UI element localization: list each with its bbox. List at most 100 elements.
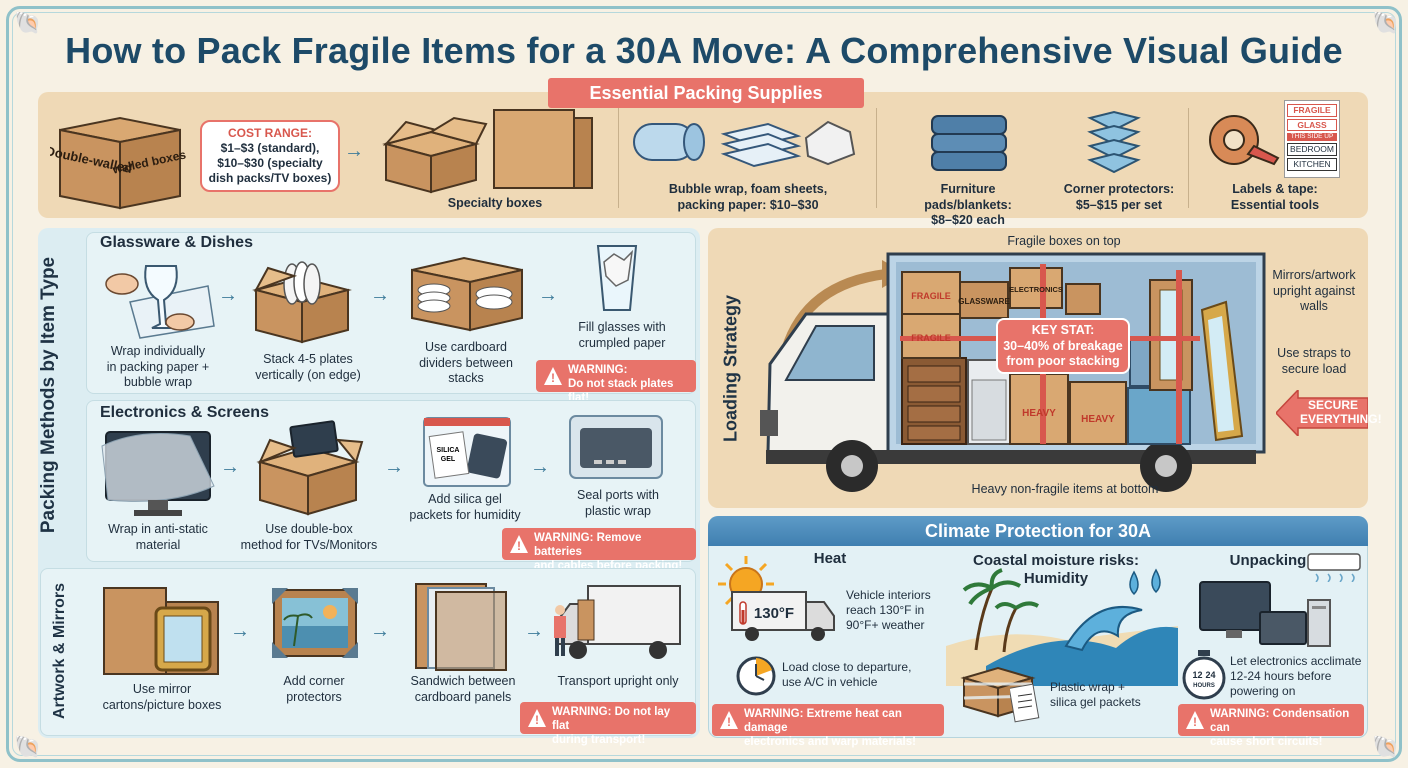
step-line: cartons/picture boxes: [102, 697, 222, 712]
box-label-heavy: HEAVY: [1022, 408, 1056, 419]
computer-setup-icon: [1199, 581, 1331, 647]
electronics-step-1: Wrap in anti-static material: [96, 522, 220, 553]
wrapped-monitor-icon: [101, 431, 215, 516]
plate-box-icon: [252, 261, 352, 344]
furniture-pads-icon: [931, 115, 1007, 171]
corners-caption: Corner protectors: $5–$15 per set: [1054, 182, 1184, 213]
framed-picture-icon: [272, 588, 358, 658]
shell-icon: 🐚: [1372, 734, 1400, 759]
step-line: Stack 4-5 plates: [263, 352, 353, 366]
step-line: Add corner: [283, 674, 345, 688]
clock-label: 24: [1206, 670, 1216, 680]
step-line: crumpled paper: [578, 335, 666, 350]
wrap-materials-icon: [633, 120, 856, 168]
heat-temp: 130°F: [754, 605, 794, 622]
box-illustrations: Double-walled walled boxes: [50, 116, 187, 210]
warning-line: WARNING: Extreme heat can damage: [744, 708, 902, 734]
shell-icon: 🐚: [14, 734, 42, 759]
warning-line: cause short circuits!: [1210, 735, 1323, 748]
warning-line: electronics and warp materials!: [744, 735, 916, 748]
arrow-right-icon: →: [530, 456, 550, 478]
warning-icon: !: [544, 367, 562, 385]
step-line: Wrap in anti-static: [108, 522, 208, 536]
warning-icon: !: [528, 709, 546, 727]
cost-line: dish packs/TV boxes): [208, 171, 332, 185]
step-line: Seal ports with: [577, 488, 659, 502]
artwork-step-4: Transport upright only: [557, 674, 679, 688]
heat-tip: Load close to departure, use A/C in vehi…: [782, 660, 932, 690]
wrap-caption-line: Bubble wrap, foam sheets,: [668, 182, 828, 196]
step-line: Use cardboard: [425, 340, 507, 354]
straps-label-line: secure load: [1281, 361, 1347, 376]
divider: [618, 108, 619, 208]
glassware-step-3: Use cardboard dividers between stacks: [406, 340, 526, 387]
sealed-console-icon: [569, 415, 663, 479]
electronics-step-3: Add silica gel packets for humidity: [400, 492, 530, 523]
heat-tip-line: Load close to departure,: [782, 660, 912, 674]
step-line: cardboard panels: [414, 689, 512, 704]
step-line: Use mirror: [132, 682, 192, 696]
electronics-step-2: Use double-box method for TVs/Monitors: [234, 522, 384, 553]
warning-icon: !: [720, 711, 738, 729]
labels-caption-line: Essential tools: [1230, 197, 1320, 212]
artwork-title: Artwork & Mirrors: [51, 582, 68, 720]
pads-caption-line: $8–$20 each: [931, 213, 1005, 228]
unpacking-tip-line: 12-24 hours before: [1230, 669, 1332, 683]
mirror-carton-icon: [103, 587, 219, 675]
glass-with-paper-icon: [596, 245, 638, 311]
cardboard-sandwich-icon: [415, 583, 507, 671]
arrow-right-icon: →: [344, 140, 364, 162]
heat-title: Heat: [813, 550, 847, 567]
label-glass: GLASS: [1287, 118, 1337, 132]
mirrors-label-line: walls: [1300, 299, 1328, 314]
arrow-right-icon: →: [538, 284, 558, 306]
heat-text-line: 90°F+ weather: [846, 618, 925, 632]
corners-caption-line: Corner protectors:: [1063, 182, 1175, 196]
warning-icon: !: [1186, 711, 1204, 729]
pads-caption: Furniture pads/blankets: $8–$20 each: [898, 182, 1038, 229]
key-stat-line: 30–40% of breakage: [1003, 338, 1123, 353]
heat-text-line: reach 130°F in: [846, 603, 925, 617]
corner-protectors-icon: [1087, 110, 1141, 174]
mirrors-label-line: upright against: [1272, 283, 1355, 298]
unpacking-tip-line: Let electronics acclimate: [1230, 654, 1362, 668]
electronics-title: Electronics & Screens: [100, 404, 269, 421]
silica-packet-icon: [1010, 684, 1040, 723]
artwork-step-1: Use mirror cartons/picture boxes: [100, 682, 224, 713]
secure-arrow: [1276, 390, 1368, 436]
climate-title: Climate Protection for 30A: [708, 516, 1368, 546]
humidity-tip: Plastic wrap + silica gel packets: [1050, 680, 1160, 710]
step-line: protectors: [286, 689, 342, 704]
warning-line: WARNING: Do not lay flat: [552, 706, 671, 732]
mirrors-label-line: Mirrors/artwork: [1272, 268, 1356, 282]
glassware-title: Glassware & Dishes: [100, 234, 253, 251]
moving-truck-icon: [554, 585, 681, 659]
step-line: stacks: [448, 371, 484, 386]
double-walled-box-icon: Double-walled walled boxes: [50, 116, 187, 210]
box-label-fragile: FRAGILE: [911, 291, 951, 301]
divider-box-icon: [411, 256, 523, 332]
page-title: How to Pack Fragile Items for a 30A Move…: [65, 30, 1343, 71]
cost-line: $1–$3 (standard),: [220, 141, 320, 155]
label-fragile: FRAGILE: [1287, 104, 1337, 117]
arrow-right-icon: →: [370, 284, 390, 306]
humidity-title-line: Humidity: [1023, 570, 1089, 587]
hot-van-icon: 130°F: [731, 591, 835, 641]
unpacking-title: Unpacking: [1229, 552, 1307, 569]
loaded-truck-illustration: FRAGILE FRAGILE GLASSWARE ELECTRONICS HE…: [760, 252, 1266, 492]
page-inner-border: [12, 12, 1396, 756]
divider: [876, 108, 877, 208]
wrap-caption-line: packing paper: $10–$30: [677, 197, 819, 212]
corners-caption-line: $5–$15 per set: [1075, 197, 1163, 212]
packing-side-title: Packing Methods by Item Type: [38, 256, 59, 534]
page-border: [6, 6, 1402, 762]
step-line: method for TVs/Monitors: [240, 537, 378, 552]
warning-line: during transport!: [552, 733, 646, 746]
warning-line: WARNING: Remove batteries: [534, 532, 642, 558]
step-line: Fill glasses with: [578, 320, 666, 334]
artwork-step-3: Sandwich between cardboard panels: [400, 674, 526, 705]
label-card: FRAGILE GLASS THIS SIDE UP BEDROOM KITCH…: [1284, 100, 1340, 178]
label-kitchen: KITCHEN: [1287, 158, 1337, 171]
box-label-heavy: HEAVY: [1081, 414, 1115, 425]
